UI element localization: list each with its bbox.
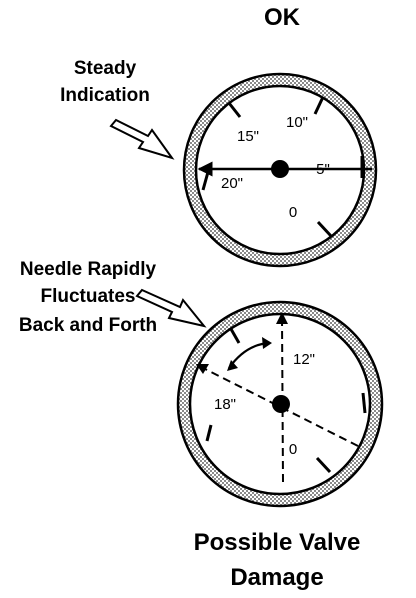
top-needle-hub xyxy=(271,160,289,178)
top-gauge: OK Steady Indication 15" 10" 5" 20" 0 xyxy=(60,4,378,268)
bottom-needle-tip-up xyxy=(276,312,288,324)
bottom-tick-label: 18" xyxy=(214,396,236,413)
bottom-tick-mark xyxy=(315,456,332,474)
top-tick-mark xyxy=(313,96,325,115)
top-tick-label: 0 xyxy=(289,204,297,221)
oscillation-arrowhead xyxy=(227,360,238,371)
oscillation-arrowhead xyxy=(262,337,272,349)
top-pointer-arrow xyxy=(109,118,175,160)
bottom-gauge-note-line-2: Fluctuates xyxy=(40,286,135,307)
bottom-tick-mark xyxy=(361,392,367,414)
bottom-tick-label: 0 xyxy=(289,441,297,458)
bottom-tick-mark xyxy=(205,424,213,442)
bottom-needle-tip-left xyxy=(196,364,209,374)
top-tick-label: 20" xyxy=(221,175,243,192)
bottom-tick-mark xyxy=(229,328,241,344)
top-gauge-note-line-2: Indication xyxy=(60,85,150,106)
top-tick-mark xyxy=(316,220,333,238)
bottom-pointer-arrow xyxy=(135,288,207,328)
top-tick-label: 15" xyxy=(237,128,259,145)
bottom-needle-dashed-left xyxy=(200,366,359,447)
top-gauge-heading: OK xyxy=(264,4,301,31)
bottom-needle-hub xyxy=(272,395,290,413)
bottom-gauge: Needle Rapidly Fluctuates Back and Forth… xyxy=(19,259,384,591)
bottom-gauge-caption-line-1: Possible Valve xyxy=(194,529,361,556)
bottom-gauge-note-line-1: Needle Rapidly xyxy=(20,259,157,280)
top-gauge-note-line-1: Steady xyxy=(74,58,137,79)
top-tick-mark xyxy=(227,102,242,118)
bottom-gauge-caption-line-2: Damage xyxy=(230,564,323,591)
top-tick-label: 10" xyxy=(286,114,308,131)
bottom-gauge-note-line-3: Back and Forth xyxy=(19,315,157,336)
bottom-tick-label: 12" xyxy=(293,351,315,368)
